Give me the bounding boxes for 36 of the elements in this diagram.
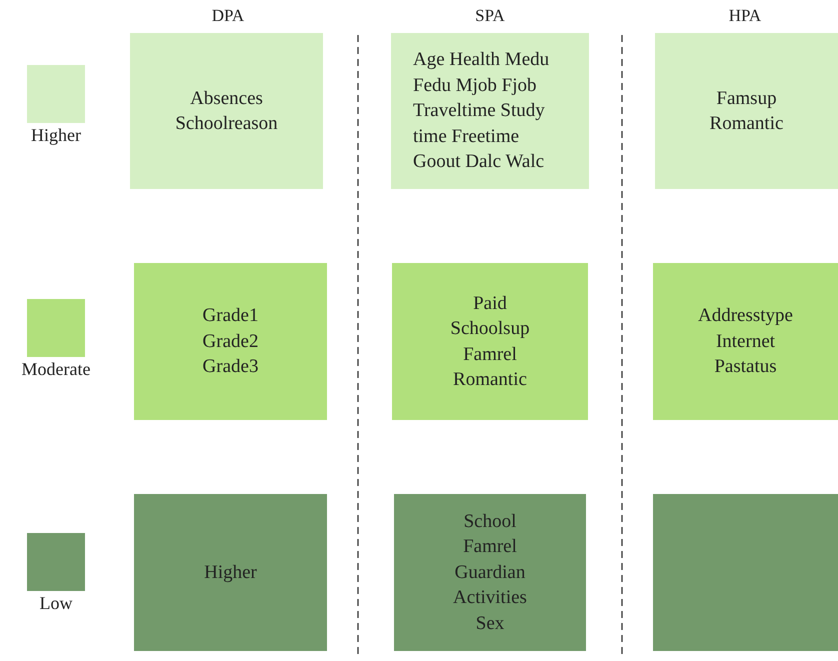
variable-name: School (464, 510, 516, 534)
variable-name: Schoolreason (175, 112, 278, 136)
category-box (653, 494, 838, 651)
variable-name: Grade1 (202, 304, 258, 328)
category-box (655, 33, 838, 189)
legend-label: Low (38, 593, 74, 614)
variable-name: Famrel (463, 342, 517, 366)
variable-name: Grade2 (202, 330, 258, 354)
category-box (394, 494, 586, 651)
column-header: DPA (210, 6, 246, 26)
category-box (134, 494, 327, 651)
variable-name: Romantic (710, 112, 784, 136)
variable-name: Absences (190, 86, 263, 110)
category-box (391, 33, 589, 189)
category-box (392, 263, 588, 420)
variable-name: Addresstype (698, 304, 793, 328)
variable-name: Famsup (716, 86, 777, 110)
column-header: HPA (728, 6, 762, 26)
category-box (130, 33, 323, 189)
legend-label: Higher (30, 125, 82, 146)
variable-name: Pastatus (714, 355, 777, 380)
variable-name: Schoolsup (450, 317, 530, 341)
variable-name: Grade3 (202, 355, 258, 380)
category-box (134, 263, 327, 420)
variable-name: Paid (473, 292, 507, 316)
category-box (653, 263, 838, 420)
variable-name: Famrel (463, 535, 517, 560)
variable-name: Age Health Medu Fedu Mjob Fjob Traveltime Study time Freetime Goout Dalc Walc (413, 48, 550, 174)
column-header: SPA (474, 6, 506, 26)
variable-name: Sex (476, 612, 504, 636)
variable-name: Internet (716, 330, 776, 354)
legend-label: Moderate (20, 359, 92, 380)
variable-name: Higher (204, 560, 257, 585)
variable-name: Romantic (453, 368, 527, 392)
variable-name: Guardian (454, 560, 526, 585)
variable-name: Activities (453, 586, 527, 610)
